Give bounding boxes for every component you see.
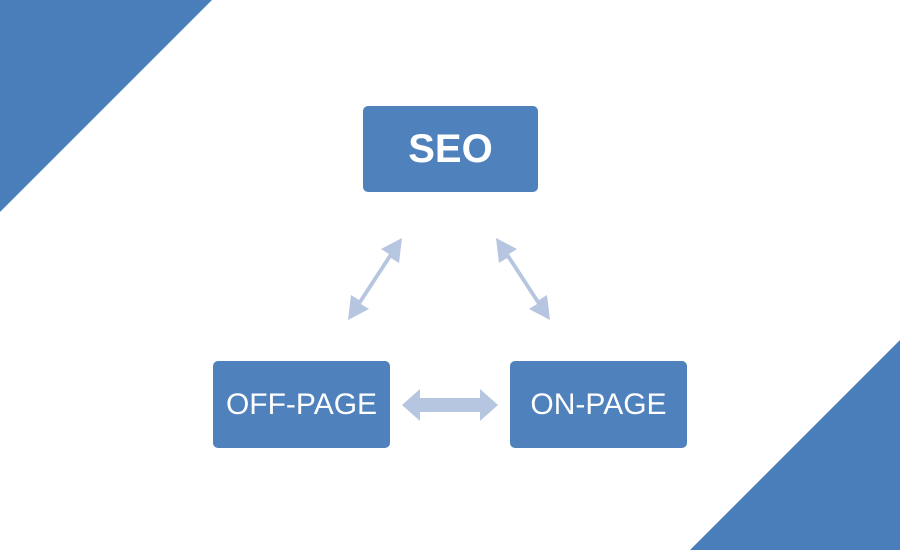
off-page-node-label: OFF-PAGE xyxy=(225,387,378,421)
arrow-off-page-on-page xyxy=(402,389,498,421)
arrow-seo-off-page xyxy=(348,238,402,320)
off-page-node: OFF-PAGE xyxy=(213,361,390,448)
corner-triangle-top-left xyxy=(0,0,212,212)
seo-node-label: SEO xyxy=(408,126,493,171)
on-page-node-label: ON-PAGE xyxy=(530,387,667,421)
corner-triangle-bottom-right xyxy=(690,340,900,550)
seo-node: SEO xyxy=(363,106,538,192)
arrow-seo-on-page xyxy=(496,238,550,320)
on-page-node: ON-PAGE xyxy=(510,361,687,448)
